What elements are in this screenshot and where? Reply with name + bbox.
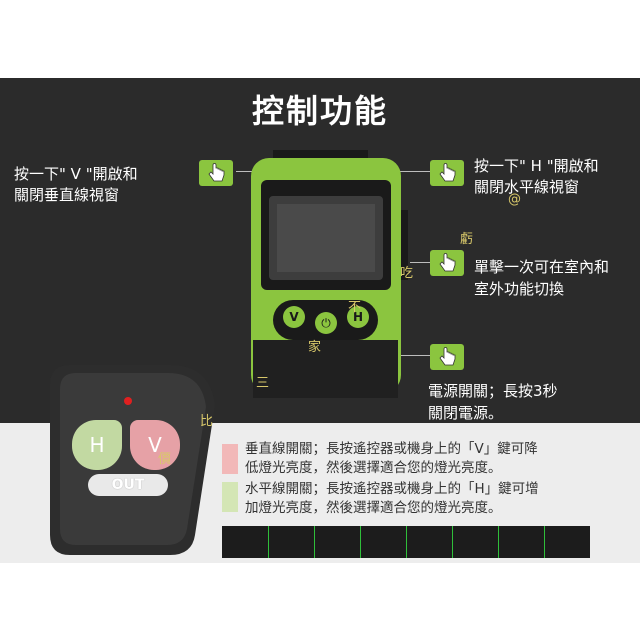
watermark-char: @ <box>508 192 521 207</box>
remote-button-h-label: H <box>89 433 105 457</box>
device-button-h-label: H <box>352 310 364 324</box>
watermark-char: 三 <box>256 376 270 391</box>
v-callout-line1: 按一下" V "開啟和 <box>14 165 138 183</box>
page-title: 控制功能 <box>251 92 388 130</box>
remote-button-h[interactable]: H <box>72 420 122 470</box>
vertical-legend-swatch <box>222 444 238 474</box>
laser-preview-strip <box>222 526 590 558</box>
remote-button-out[interactable]: OUT <box>88 474 168 496</box>
watermark-char: 吃 <box>400 266 414 281</box>
watermark-char: 不 <box>348 300 362 315</box>
remote-control <box>50 365 215 555</box>
hand-pointer-icon <box>199 160 233 186</box>
hand-pointer-icon <box>430 344 464 370</box>
power-callout-line2: 關閉電源。 <box>428 404 504 422</box>
horizontal-legend-line2: 加燈光亮度，然後選擇適合您的燈光亮度。 <box>245 500 502 516</box>
watermark-char: 比 <box>200 414 214 429</box>
connector-line <box>410 262 430 263</box>
power-icon: ⏻ <box>321 315 331 330</box>
vertical-legend-line2: 低燈光亮度，然後選擇適合您的燈光亮度。 <box>245 460 502 476</box>
hand-pointer-icon <box>430 250 464 276</box>
hand-pointer-icon <box>430 160 464 186</box>
watermark-char: 虧 <box>460 232 474 247</box>
mode-callout-line1: 單擊一次可在室內和 <box>474 258 610 276</box>
device-button-v[interactable]: V <box>283 306 305 328</box>
remote-button-out-label: OUT <box>111 477 145 493</box>
horizontal-legend-line1: 水平線開關；長按遙控器或機身上的「H」鍵可增 <box>245 481 539 497</box>
v-callout-line2: 關閉垂直線視窗 <box>14 186 120 204</box>
laser-level-device <box>243 138 411 400</box>
device-button-h[interactable]: H <box>347 306 369 328</box>
h-callout-line1: 按一下" H "開啟和 <box>474 157 599 175</box>
vertical-legend-line1: 垂直線開關；長按遙控器或機身上的「V」鍵可降 <box>245 441 538 457</box>
remote-button-v-label: V <box>148 433 162 457</box>
device-button-power[interactable]: ⏻ <box>315 312 337 334</box>
device-button-v-label: V <box>289 310 299 324</box>
mode-callout-line2: 室外功能切換 <box>474 280 565 298</box>
remote-button-v[interactable]: V <box>130 420 180 470</box>
horizontal-legend-swatch <box>222 482 238 512</box>
power-callout-line1: 電源開關；長按3秒 <box>428 382 558 400</box>
h-callout-line2: 關閉水平線視窗 <box>474 178 580 196</box>
watermark-char: 價 <box>158 452 172 467</box>
watermark-char: 家 <box>308 340 322 355</box>
